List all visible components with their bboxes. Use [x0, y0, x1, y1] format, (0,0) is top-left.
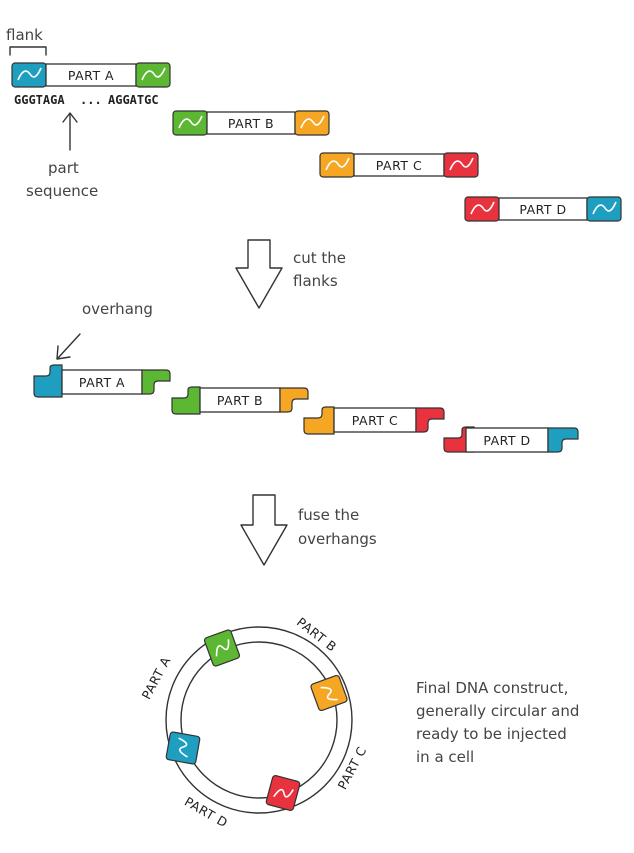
- junction-red: [265, 774, 301, 812]
- junction-orange: [310, 674, 348, 712]
- part-sequence-line1: part: [48, 159, 79, 177]
- overhang-red: [415, 407, 445, 433]
- ring-label-part-c: PART C: [335, 744, 370, 792]
- overhang-orange: [303, 406, 335, 435]
- flank-green-left: [172, 110, 208, 136]
- part-d-label: PART D: [483, 433, 530, 448]
- part-b-flanked: PART B: [172, 110, 330, 136]
- part-c-flanked: PART C: [319, 152, 479, 178]
- flank-red-left: [464, 196, 500, 222]
- cut-line2: flanks: [293, 272, 338, 290]
- final-line4: in a cell: [416, 748, 474, 766]
- overhang-teal: [33, 364, 63, 398]
- flank-bracket: [9, 46, 47, 56]
- flank-teal-left: [11, 62, 47, 88]
- part-b-label: PART B: [217, 393, 263, 408]
- sequence-dots: ...: [80, 93, 102, 107]
- twist-icon: [178, 115, 203, 129]
- final-line1: Final DNA construct,: [416, 679, 568, 697]
- overhang-label: overhang: [82, 300, 153, 318]
- overhang-green: [141, 369, 171, 395]
- flank-orange-left: [319, 152, 355, 178]
- part-sequence-line2: sequence: [26, 182, 98, 200]
- flank-teal-right: [586, 196, 622, 222]
- part-a-label: PART A: [79, 375, 125, 390]
- outer-ring: [165, 626, 353, 814]
- flank-label: flank: [6, 26, 43, 44]
- junction-green: [203, 629, 241, 667]
- twist-icon: [300, 115, 325, 129]
- part-c-label: PART C: [376, 158, 422, 173]
- cut-step: cut the flanks: [235, 239, 346, 309]
- sequence-left: GGGTAGA: [14, 93, 65, 107]
- flank-orange-right: [294, 110, 330, 136]
- part-d-label: PART D: [519, 202, 566, 217]
- fuse-step: fuse the overhangs: [240, 494, 377, 566]
- flank-annotation: flank: [6, 26, 47, 56]
- twist-icon: [17, 67, 42, 81]
- overhang-green: [171, 386, 201, 415]
- part-a-flanked: PART A GGGTAGA ... AGGATGC: [11, 62, 171, 107]
- final-line3: ready to be injected: [416, 725, 567, 743]
- circular-construct: PART A PART B PART C PART D: [139, 614, 370, 830]
- part-c-box: [333, 407, 417, 433]
- part-d-overhang: PART D: [443, 426, 579, 453]
- part-a-overhang: PART A: [33, 364, 171, 398]
- ring-label-part-a: PART A: [139, 654, 174, 702]
- junction-teal: [165, 731, 201, 765]
- diagonal-arrow-icon: [56, 333, 81, 360]
- part-b-box: [199, 387, 281, 413]
- part-a-label: PART A: [68, 68, 114, 83]
- part-sequence-annotation: part sequence: [26, 112, 98, 200]
- flank-red-right: [443, 152, 479, 178]
- down-arrow-icon: [240, 494, 288, 566]
- down-arrow-icon: [235, 239, 283, 309]
- part-b-overhang: PART B: [171, 386, 309, 415]
- fuse-line2: overhangs: [298, 530, 377, 548]
- part-b-label: PART B: [228, 116, 274, 131]
- final-description: Final DNA construct, generally circular …: [416, 679, 579, 766]
- twist-icon: [592, 201, 617, 215]
- twist-icon: [325, 157, 350, 171]
- part-c-label: PART C: [352, 413, 398, 428]
- ring-label-part-b: PART B: [294, 614, 340, 654]
- overhang-annotation: overhang: [56, 300, 153, 360]
- overhang-orange: [279, 387, 309, 413]
- ring-label-part-d: PART D: [182, 794, 230, 831]
- sequence-right: AGGATGC: [108, 93, 159, 107]
- twist-icon: [449, 157, 474, 171]
- fuse-line1: fuse the: [298, 506, 359, 524]
- overhang-teal: [547, 427, 579, 453]
- twist-icon: [470, 201, 495, 215]
- flank-green-right: [135, 62, 171, 88]
- part-c-overhang: PART C: [303, 406, 445, 435]
- part-d-flanked: PART D: [464, 196, 622, 222]
- twist-icon: [141, 67, 166, 81]
- part-a-box: [61, 369, 143, 395]
- cut-line1: cut the: [293, 249, 346, 267]
- up-arrow-icon: [62, 112, 78, 151]
- inner-ring: [180, 641, 338, 799]
- final-line2: generally circular and: [416, 702, 579, 720]
